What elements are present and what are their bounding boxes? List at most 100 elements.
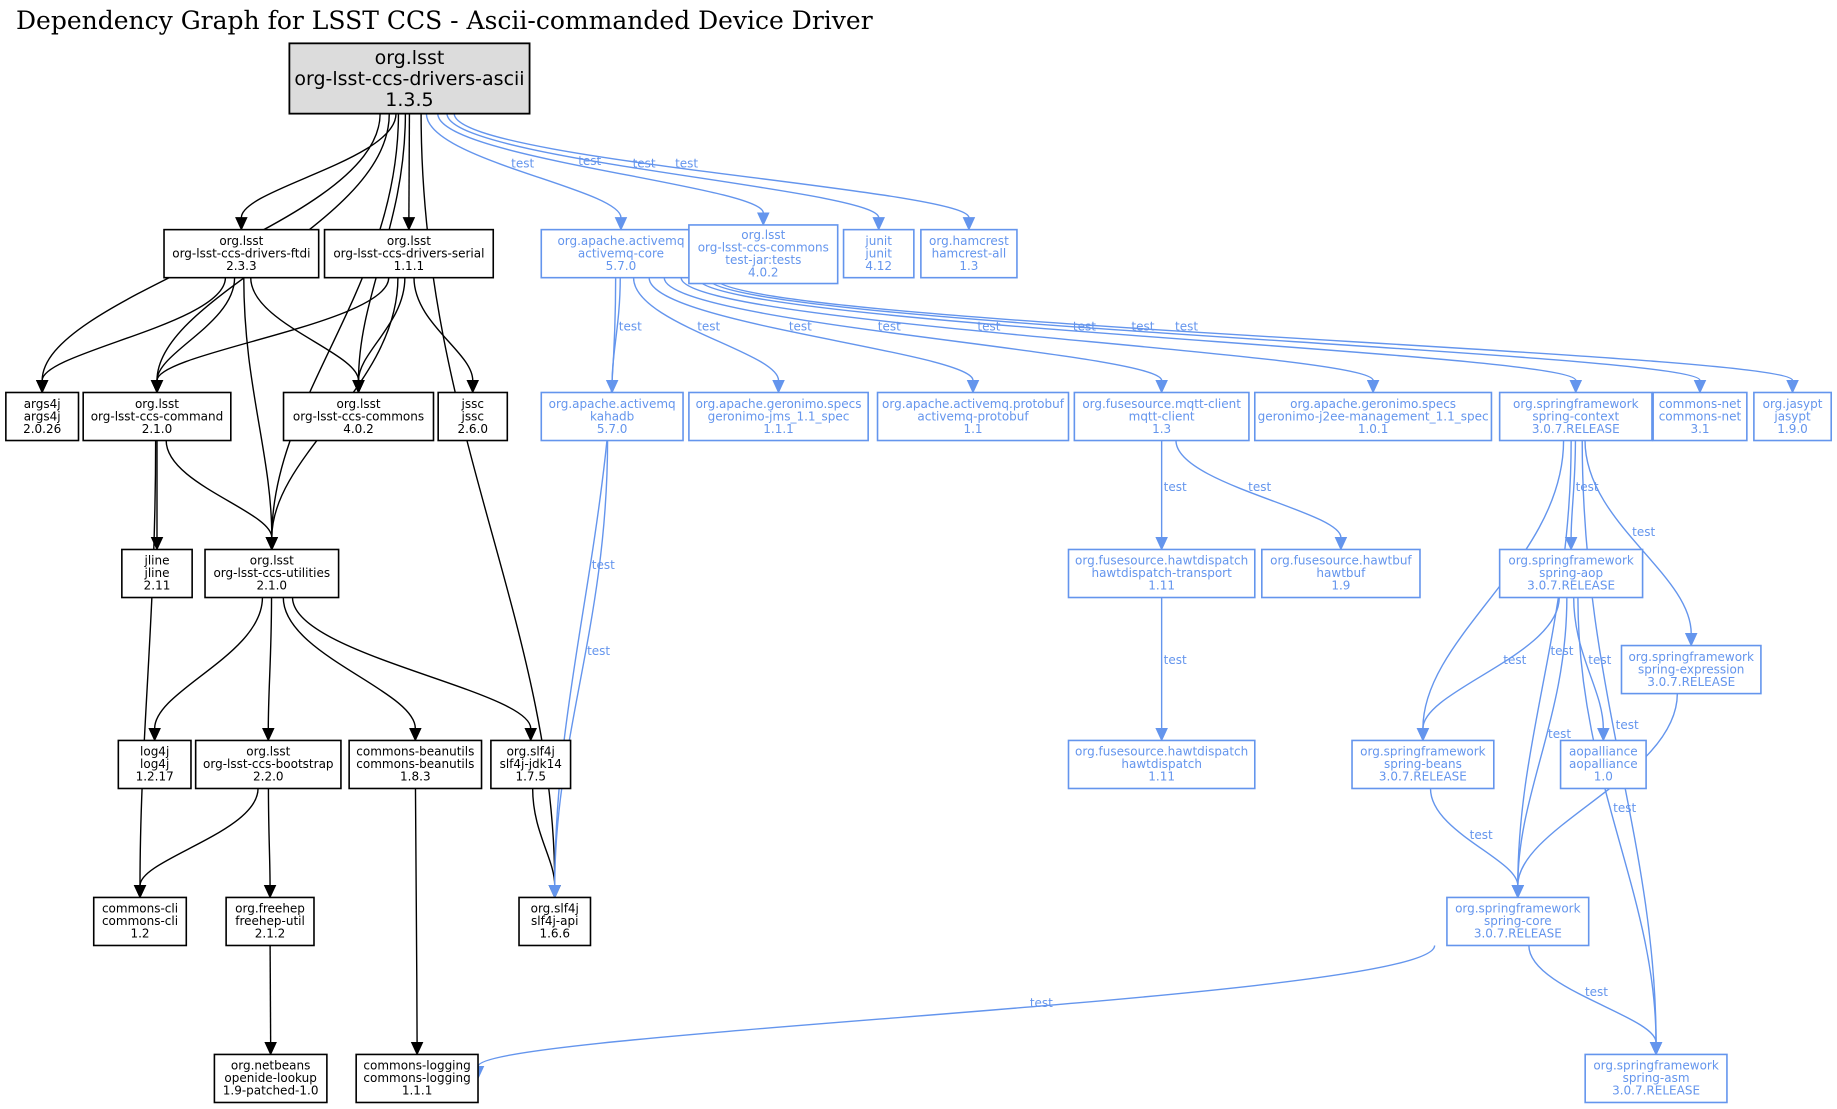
edge-line [1429,788,1519,886]
arrowhead-icon [1155,536,1168,551]
arrowhead-icon [1684,633,1698,647]
node-box [163,228,320,279]
edge-spring-core-to-commons-logging: test [471,945,1436,1080]
edge-label: test [578,154,601,168]
arrowhead-icon [1366,379,1380,394]
node-label-line: org-lsst-ccs-commons [698,241,829,255]
node-label-line: freehep-util [235,914,305,928]
arrowhead-icon [35,379,49,394]
edge-line [1572,597,1605,729]
node-label-line: org.lsst [741,228,785,242]
node-box [204,548,340,599]
node-label-line: 3.0.7.RELEASE [1612,1084,1700,1098]
node-label-line: org-lsst-ccs-drivers-serial [333,246,484,260]
node-label-line: aopalliance [1569,757,1638,771]
node-label-line: org-lsst-ccs-bootstrap [203,757,334,771]
edge-activemq-core-to-jasypt: test [713,277,1799,394]
node-box [1067,548,1256,599]
node-label-line: org-lsst-ccs-commons [293,409,424,423]
node-label-line: org.slf4j [507,745,555,759]
edge-line [663,277,1163,381]
edge-label: test [1632,525,1655,539]
arrowhead-icon [614,217,628,231]
node-jms: org.apache.geronimo.specsgeronimo-jms_1.… [688,391,869,442]
edge-line [357,277,406,381]
node-label-line: org.springframework [1593,1059,1719,1073]
node-label-line: spring-context [1532,409,1619,423]
node-label-line: 1.11 [1148,770,1175,784]
arrowhead-icon [1511,884,1525,899]
node-label-line: org.lsst [250,554,294,568]
node-label-line: jline [143,554,169,568]
edge-spring-aop-to-spring-beans: test [1416,597,1560,742]
edge-label: test [1164,480,1187,494]
node-label-line: org.springframework [1360,745,1486,759]
node-box [194,739,342,790]
edge-mqtt-to-hd-transport: test [1155,440,1187,551]
node-label-line: 3.0.7.RELEASE [1532,422,1620,436]
edge-label: test [1613,801,1636,815]
node-label-line: jasypt [1773,409,1811,423]
node-label-line: commons-logging [363,1059,470,1073]
node-label-line: org.apache.activemq.protobuf [882,397,1065,411]
edge-command-to-utilities [165,440,279,551]
node-label-line: org.springframework [1628,650,1754,664]
edge-line [1517,693,1679,886]
edge-activemq-core-to-jms: test [632,277,785,394]
edge-line [1584,440,1692,634]
node-box [518,896,592,947]
node-label-line: 2.0.26 [23,422,61,436]
edge-line [706,277,1701,382]
edge-label: test [977,320,1000,334]
node-label-line: org.lsst [135,397,179,411]
arrowhead-icon [264,1041,277,1056]
edge-activemq-core-to-spring-context: test [696,277,1583,394]
node-spring-aop: org.springframeworkspring-aop3.0.7.RELEA… [1498,548,1644,599]
node-label-line: 1.0 [1594,770,1613,784]
arrowhead-icon [1569,379,1583,394]
node-hawtdispatch: org.fusesource.hawtdispatchhawtdispatch1… [1067,739,1256,790]
node-label-line: org.fusesource.hawtdispatch [1075,554,1248,568]
node-box [121,548,193,599]
edge-label: test [619,320,642,334]
arrowhead-icon [1155,727,1168,742]
node-box [437,391,509,442]
node-box [688,391,869,442]
edge-utilities-to-log4j [148,597,264,742]
node-label-line: kahadb [590,409,634,423]
node-box [225,896,315,947]
node-label-line: activemq-protobuf [917,409,1029,423]
edge-line [477,945,1436,1068]
node-label-line: 1.1.1 [763,422,794,436]
edge-activemq-core-to-mqtt: test [663,277,1168,394]
node-label-line: org.apache.activemq [557,234,684,248]
arrowhead-icon [548,884,562,899]
node-label-line: geronimo-jms_1.1_spec [708,409,850,423]
edge-activemq-core-to-protobuf: test [648,277,980,394]
node-label-line: org.springframework [1455,902,1581,916]
arrowhead-icon [772,379,785,394]
node-label-line: org.hamcrest [929,234,1009,248]
node-box [490,739,572,790]
node-label-line: args4j [24,397,61,411]
edge-freehep-to-openide [264,945,277,1056]
node-label-line: org.fusesource.mqtt-client [1082,397,1241,411]
arrowhead-icon [263,884,277,899]
edge-spring-core-to-spring-asm: test [1528,945,1663,1056]
node-box [920,228,1018,279]
edge-line [41,277,227,381]
edge-line [1175,440,1342,538]
arrowhead-icon [1786,379,1799,394]
edge-bootstrap-to-commons-cli [133,788,259,899]
node-label-line: hamcrest-all [932,246,1007,260]
arrowhead-icon [524,727,538,742]
